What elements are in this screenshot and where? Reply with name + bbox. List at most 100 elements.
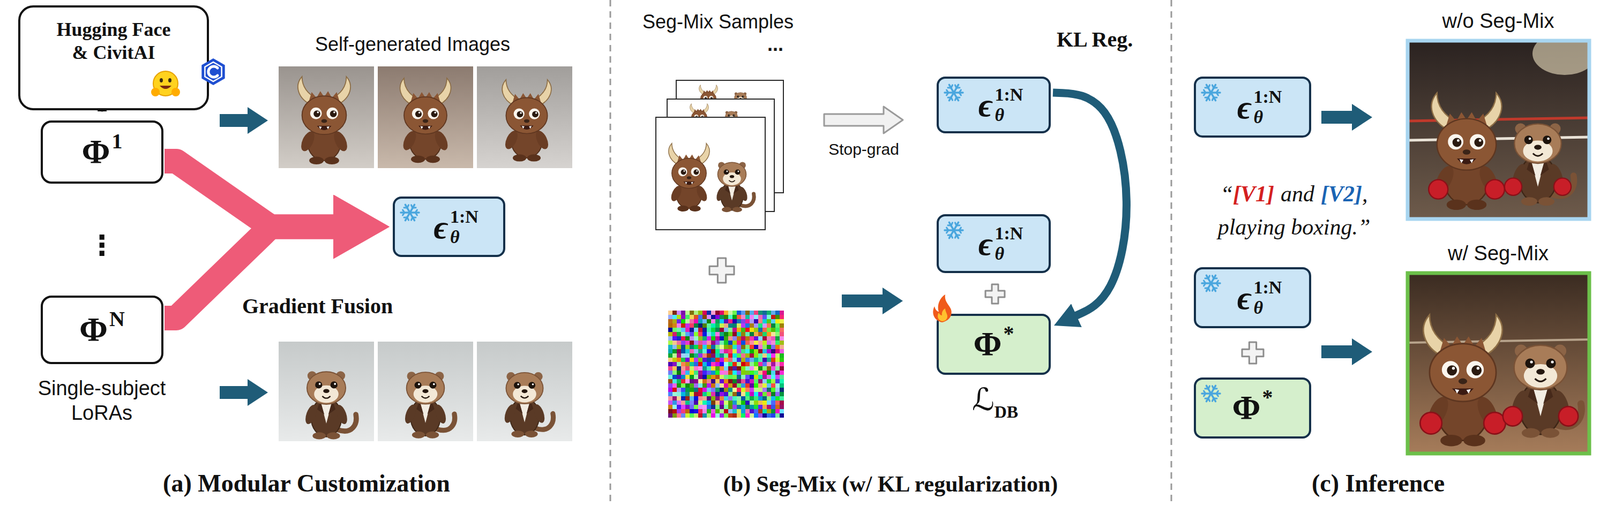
eye bbox=[513, 108, 525, 119]
output-arrow bbox=[1321, 103, 1373, 131]
noise-pixel bbox=[758, 310, 763, 316]
noise-pixel bbox=[745, 383, 750, 388]
picture-content bbox=[1407, 273, 1590, 454]
noise-pixel bbox=[745, 327, 750, 333]
snowflake-icon bbox=[942, 219, 966, 242]
noise-pixel bbox=[732, 323, 737, 328]
eye-light bbox=[535, 111, 537, 114]
picture-content bbox=[655, 117, 766, 230]
noise-pixel bbox=[706, 387, 712, 393]
noise-pixel bbox=[711, 366, 716, 371]
noise-pixel bbox=[779, 366, 784, 371]
noise-pixel bbox=[758, 370, 763, 376]
noise-pixel bbox=[749, 353, 754, 358]
ellipsis-mark: ... bbox=[767, 33, 784, 56]
noise-pixel bbox=[741, 375, 746, 380]
noise-pixel bbox=[711, 332, 716, 337]
noise-pixel bbox=[685, 400, 690, 406]
noise-pixel bbox=[732, 310, 737, 316]
noise-pixel bbox=[736, 315, 742, 320]
generated-image bbox=[377, 66, 474, 169]
foot bbox=[689, 205, 701, 212]
noise-pixel bbox=[668, 323, 673, 328]
noise-pixel bbox=[672, 409, 677, 414]
noise-pixel bbox=[715, 336, 720, 341]
noise-pixel bbox=[723, 379, 729, 384]
nose bbox=[1462, 149, 1471, 155]
noise-pixel bbox=[736, 336, 742, 341]
noise-pixel bbox=[715, 349, 720, 354]
edge-label: KL Reg. bbox=[1056, 26, 1133, 52]
noise-pixel bbox=[741, 379, 746, 384]
noise-pixel bbox=[715, 400, 720, 406]
noise-pixel bbox=[771, 413, 776, 418]
noise-pixel bbox=[779, 392, 784, 397]
noise-pixel bbox=[741, 336, 746, 341]
noise-pixel bbox=[741, 349, 746, 354]
noise-pixel bbox=[758, 332, 763, 337]
noise-pixel bbox=[732, 413, 737, 418]
prompt-line: “[V1]and[V2], bbox=[1220, 181, 1368, 207]
superscript-text: 1:N bbox=[450, 206, 479, 228]
picture-content bbox=[278, 341, 375, 442]
noise-pixel bbox=[711, 400, 716, 406]
noise-pixel bbox=[779, 323, 784, 328]
noise-pixel bbox=[685, 327, 690, 333]
lora-symbol: Φ bbox=[973, 327, 1002, 362]
prompt-token: [V2] bbox=[1320, 181, 1363, 207]
noise-pixel bbox=[758, 375, 763, 380]
noise-pixel bbox=[758, 353, 763, 358]
noise-pixel bbox=[753, 383, 759, 388]
noise-pixel bbox=[689, 383, 694, 388]
noise-pixel bbox=[736, 357, 742, 363]
noise-pixel bbox=[771, 366, 776, 371]
noise-pixel bbox=[693, 409, 699, 414]
noise-pixel bbox=[758, 349, 763, 354]
result-image bbox=[1407, 273, 1590, 454]
head bbox=[406, 372, 445, 405]
civitai-logo-mark bbox=[208, 66, 218, 78]
model-box: ϵ1:Nθ bbox=[1193, 76, 1312, 138]
noise-pixel bbox=[672, 405, 677, 410]
noise-pixel bbox=[745, 345, 750, 350]
noise-pixel bbox=[736, 366, 742, 371]
noise-pixel bbox=[698, 315, 703, 320]
civitai-logo bbox=[201, 58, 225, 86]
source-box: Hugging Face & CivitAI bbox=[18, 5, 209, 111]
foot bbox=[412, 431, 425, 439]
picture-frame bbox=[655, 117, 766, 230]
noise-pixel bbox=[749, 383, 754, 388]
otter-figure bbox=[1503, 345, 1582, 439]
noise-pixel bbox=[672, 319, 677, 324]
model-symbol: ϵ bbox=[1237, 281, 1252, 315]
noise-pixel bbox=[741, 383, 746, 388]
eye-light bbox=[517, 383, 520, 386]
superscript-text: * bbox=[1262, 386, 1274, 409]
noise-pixel bbox=[766, 340, 772, 346]
noise-pixel bbox=[732, 387, 737, 393]
noise-pixel bbox=[706, 392, 712, 397]
noise-pixel bbox=[706, 349, 712, 354]
noise-pixel bbox=[723, 353, 729, 358]
noise-pixel bbox=[771, 409, 776, 414]
noise-pixel bbox=[711, 392, 716, 397]
noise-pixel bbox=[668, 400, 673, 406]
noise-pixel bbox=[758, 357, 763, 363]
noise-pixel bbox=[685, 357, 690, 363]
noise-pixel bbox=[723, 375, 729, 380]
eye bbox=[1441, 361, 1460, 379]
noise-pixel bbox=[723, 327, 729, 333]
noise-pixel bbox=[732, 362, 737, 367]
noise-pixel bbox=[745, 336, 750, 341]
snowflake-branch bbox=[1208, 288, 1210, 291]
noise-pixel bbox=[711, 405, 716, 410]
noise-pixel bbox=[723, 370, 729, 376]
picture-content bbox=[476, 66, 573, 169]
noise-pixel bbox=[766, 357, 772, 363]
noise-pixel bbox=[779, 357, 784, 363]
nose bbox=[422, 389, 429, 394]
noise-pixel bbox=[766, 327, 772, 333]
noise-pixel bbox=[681, 353, 686, 358]
noise-pixel bbox=[676, 383, 682, 388]
